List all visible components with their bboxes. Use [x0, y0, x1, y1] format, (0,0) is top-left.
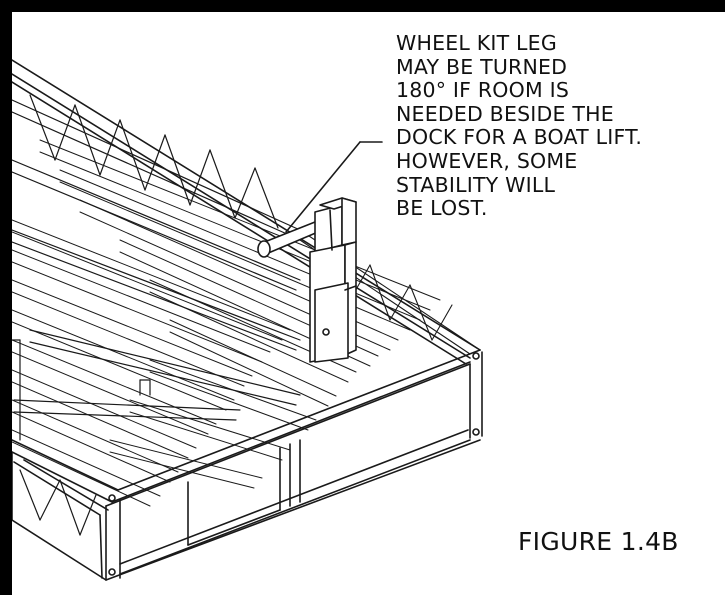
- figure-label: FIGURE 1.4B: [518, 527, 679, 556]
- callout-line: WHEEL KIT LEG: [396, 31, 557, 55]
- callout-line: NEEDED BESIDE THE: [396, 101, 614, 126]
- callout-line: MAY BE TURNED: [396, 54, 568, 79]
- wheel-kit-callout: WHEEL KIT LEG MAY BE TURNED 180° IF ROOM…: [396, 31, 643, 221]
- dock-frame: [12, 59, 483, 581]
- drawing-frame: WHEEL KIT LEG MAY BE TURNED 180° IF ROOM…: [12, 12, 725, 595]
- dock-truss: [12, 94, 301, 536]
- callout-line: BE LOST.: [396, 196, 488, 221]
- wheel-kit-leg: [257, 197, 357, 363]
- callout-line: DOCK FOR A BOAT LIFT.: [396, 125, 643, 150]
- callout-line: 180° IF ROOM IS: [396, 78, 570, 103]
- callout-line: HOWEVER, SOME: [396, 148, 578, 173]
- dock-isometric-drawing: [12, 59, 483, 581]
- callout-line: STABILITY WILL: [396, 172, 556, 197]
- callout-leader: [285, 141, 383, 233]
